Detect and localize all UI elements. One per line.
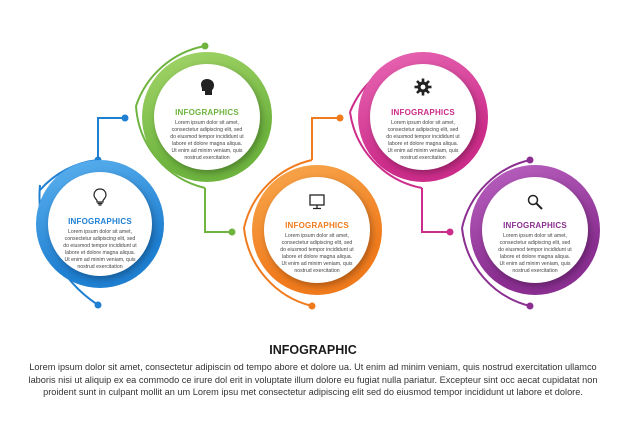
blue-connector-dot: [94, 301, 102, 309]
orange-connector-dot: [308, 302, 316, 310]
magenta-node-ring: INFOGRAPHICS Lorem ipsum dolor sit amet,…: [358, 52, 488, 182]
orange-connector-dot: [336, 114, 344, 122]
green-node-card: INFOGRAPHICS Lorem ipsum dolor sit amet,…: [154, 64, 260, 170]
infographic-diagram: INFOGRAPHICS Lorem ipsum dolor sit amet,…: [36, 42, 600, 310]
blue-node-ring: INFOGRAPHICS Lorem ipsum dolor sit amet,…: [36, 160, 164, 288]
orange-connector-arc-lower: [243, 227, 313, 307]
purple-connector-arc-lower: [461, 227, 531, 307]
purple-connector-arc: [461, 159, 531, 229]
blue-to-green-connector: [97, 117, 125, 160]
footer-text: Lorem ipsum dolor sit amet, consectetur …: [28, 362, 598, 397]
magenta-node-card: INFOGRAPHICS Lorem ipsum dolor sit amet,…: [370, 64, 476, 170]
person-head-icon: [154, 76, 260, 98]
magenta-connector-dot: [446, 228, 454, 236]
orange-node-ring: INFOGRAPHICS Lorem ipsum dolor sit amet,…: [252, 165, 382, 295]
connector-lines: [38, 42, 534, 310]
magenta-connector-arc-lower: [349, 111, 423, 189]
magnifier-icon: [482, 191, 588, 213]
purple-connector-dot: [526, 156, 534, 164]
green-connector-dot: [228, 228, 236, 236]
monitor-icon: [264, 191, 370, 213]
blue-node-card: INFOGRAPHICS Lorem ipsum dolor sit amet,…: [48, 172, 152, 276]
orange-node-card: INFOGRAPHICS Lorem ipsum dolor sit amet,…: [264, 177, 370, 283]
green-node-title: INFOGRAPHICS: [175, 108, 239, 117]
green-connector-dot: [201, 42, 209, 50]
orange-node-text: Lorem ipsum dolor sit amet, consectetur …: [280, 233, 354, 274]
purple-connector-dot: [526, 302, 534, 310]
lightbulb-icon: [48, 186, 152, 208]
blue-node-title: INFOGRAPHICS: [68, 217, 132, 226]
magenta-node-text: Lorem ipsum dolor sit amet, consectetur …: [386, 120, 460, 161]
green-node-text: Lorem ipsum dolor sit amet, consectetur …: [170, 120, 244, 161]
blue-connector-dot: [121, 114, 129, 122]
gear-icon: [370, 76, 476, 98]
magenta-node-title: INFOGRAPHICS: [391, 108, 455, 117]
orange-connector-arc: [243, 159, 313, 229]
purple-node-title: INFOGRAPHICS: [503, 221, 567, 230]
green-to-orange-connector: [204, 188, 232, 233]
orange-node-title: INFOGRAPHICS: [285, 221, 349, 230]
purple-node-card: INFOGRAPHICS Lorem ipsum dolor sit amet,…: [482, 177, 588, 283]
purple-node-ring: INFOGRAPHICS Lorem ipsum dolor sit amet,…: [470, 165, 600, 295]
footer-title: INFOGRAPHIC: [269, 343, 357, 357]
orange-to-magenta-connector: [311, 117, 340, 160]
magenta-to-purple-connector: [421, 188, 450, 233]
green-node-ring: INFOGRAPHICS Lorem ipsum dolor sit amet,…: [142, 52, 272, 182]
purple-node-text: Lorem ipsum dolor sit amet, consectetur …: [498, 233, 572, 274]
blue-node-text: Lorem ipsum dolor sit amet, consectetur …: [63, 229, 137, 270]
green-connector-arc: [135, 45, 206, 107]
